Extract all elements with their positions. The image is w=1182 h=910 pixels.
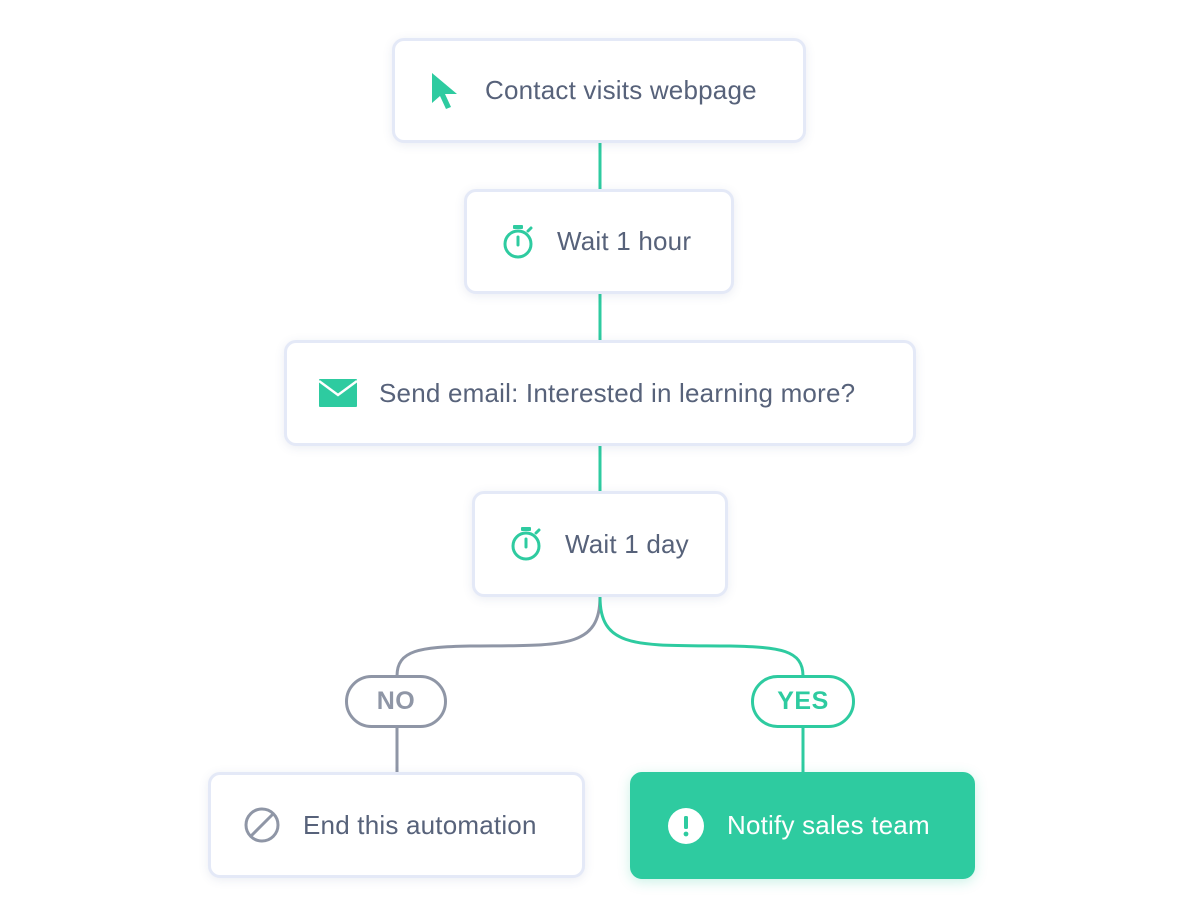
send-email-label: Send email: Interested in learning more? bbox=[379, 377, 856, 408]
end-automation-label: End this automation bbox=[303, 809, 537, 840]
wait-hour-node[interactable]: Wait 1 hour bbox=[464, 189, 734, 294]
branch-yes-label: YES bbox=[777, 687, 829, 715]
trigger-node[interactable]: Contact visits webpage bbox=[392, 38, 806, 143]
trigger-label: Contact visits webpage bbox=[485, 75, 757, 105]
wait-day-node[interactable]: Wait 1 day bbox=[472, 491, 728, 597]
cursor-arrow-icon bbox=[429, 71, 463, 111]
wait-hour-label: Wait 1 hour bbox=[557, 226, 692, 256]
stopwatch-icon bbox=[501, 224, 535, 260]
notify-sales-node[interactable]: Notify sales team bbox=[630, 772, 975, 879]
notify-sales-label: Notify sales team bbox=[727, 810, 930, 840]
wait-day-label: Wait 1 day bbox=[565, 528, 689, 559]
envelope-icon bbox=[319, 378, 357, 408]
branch-yes-pill[interactable]: YES bbox=[751, 675, 855, 728]
exclamation-circle-icon bbox=[667, 807, 705, 845]
send-email-node[interactable]: Send email: Interested in learning more? bbox=[284, 340, 916, 446]
connector-branch-yes bbox=[598, 596, 805, 677]
prohibited-icon bbox=[243, 806, 281, 844]
branch-no-pill[interactable]: NO bbox=[345, 675, 447, 728]
branch-no-label: NO bbox=[376, 687, 416, 715]
end-automation-node[interactable]: End this automation bbox=[208, 772, 585, 878]
stopwatch-icon bbox=[509, 526, 543, 562]
connector-branch-no bbox=[395, 596, 602, 677]
